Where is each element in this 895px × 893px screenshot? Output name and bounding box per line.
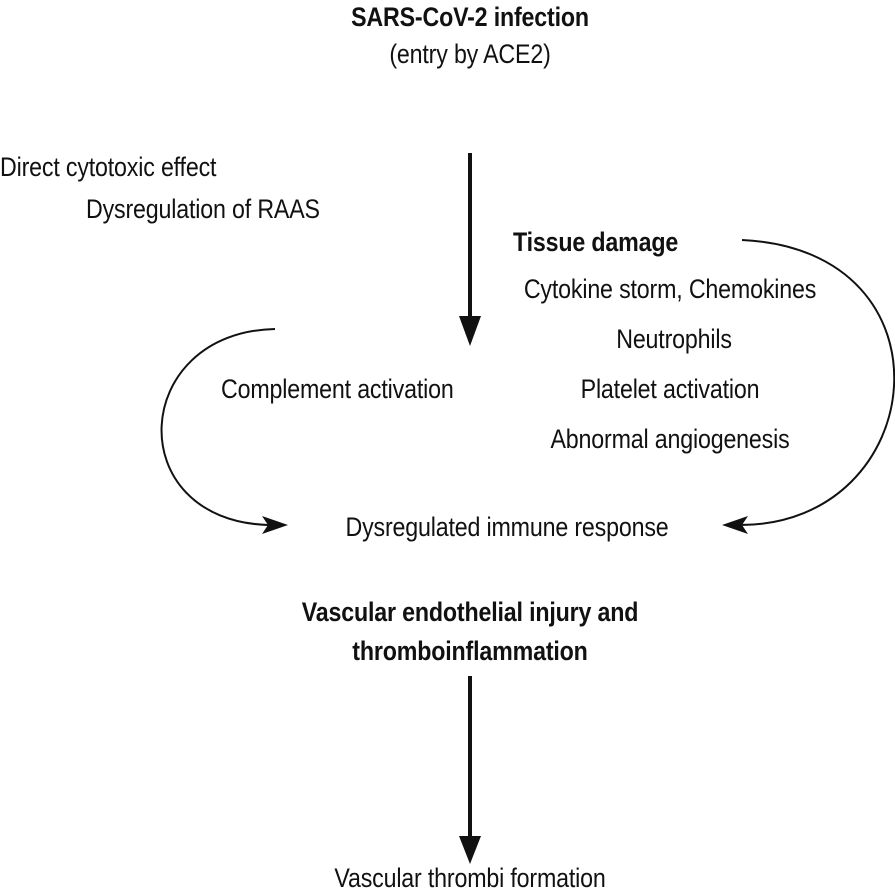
complement-activation: Complement activation <box>221 374 454 404</box>
tissue-item-neutrophils: Neutrophils <box>616 324 732 354</box>
outcome-down-arrow <box>459 676 481 864</box>
mechanism-cytotoxic: Direct cytotoxic effect <box>0 152 217 182</box>
infection-title: SARS-CoV-2 infection <box>351 2 589 32</box>
injury-line-1: Vascular endothelial injury and <box>301 597 639 627</box>
right-curved-arrow <box>722 239 895 534</box>
injury-line-2: thromboinflammation <box>352 636 588 666</box>
infection-subtitle: (entry by ACE2) <box>389 39 551 69</box>
tissue-damage-heading: Tissue damage <box>513 227 679 257</box>
tissue-item-cytokine: Cytokine storm, Chemokines <box>523 274 817 304</box>
left-curved-arrow <box>160 328 288 534</box>
mechanism-raas: Dysregulation of RAAS <box>86 194 320 224</box>
outcome-thrombi: Vascular thrombi formation <box>334 863 606 893</box>
tissue-item-platelet: Platelet activation <box>580 374 760 404</box>
main-down-arrow <box>459 153 481 346</box>
immune-response: Dysregulated immune response <box>345 512 669 542</box>
tissue-item-angiogenesis: Abnormal angiogenesis <box>550 424 790 454</box>
